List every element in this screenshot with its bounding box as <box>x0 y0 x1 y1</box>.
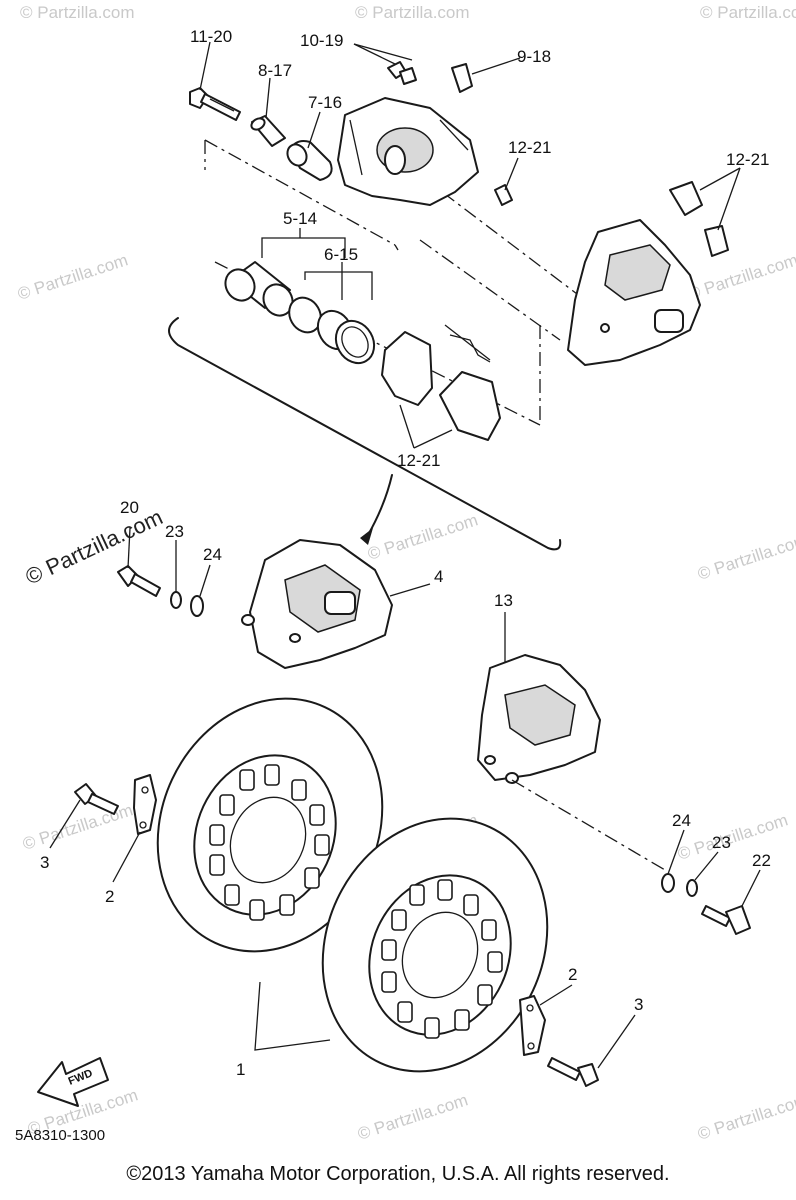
callout-9-18: 9-18 <box>517 47 551 66</box>
leader-lines <box>49 41 761 1069</box>
copyright-notice: ©2013 Yamaha Motor Corporation, U.S.A. A… <box>126 1163 670 1185</box>
watermark: © Partzilla.com <box>365 510 480 563</box>
watermark: © Partzilla.com <box>355 3 470 22</box>
part-washer-23-right <box>686 879 698 897</box>
callout-5-14: 5-14 <box>283 209 317 228</box>
callout-7-16: 7-16 <box>308 93 342 112</box>
part-lock-plate-2-right <box>519 995 546 1056</box>
watermark: © Partzilla.com <box>355 1090 470 1143</box>
callout-23-left: 23 <box>165 522 184 541</box>
callout-12-21-bottom: 12-21 <box>397 451 440 470</box>
part-bolt-11-20 <box>189 87 241 121</box>
part-boot-7-16 <box>286 140 333 181</box>
diagram-code: 5A8310-1300 <box>15 1127 105 1144</box>
assembly-line-right <box>511 779 666 871</box>
part-bleeder-10-19 <box>387 61 417 85</box>
part-cap-9-18 <box>451 63 473 93</box>
part-sleeve-8-17 <box>250 115 286 147</box>
callout-20: 20 <box>120 498 139 517</box>
callout-1: 1 <box>236 1060 245 1079</box>
part-caliper-assembly-13 <box>477 654 601 784</box>
watermark: © Partzilla.com <box>685 250 796 303</box>
watermark: © Partzilla.com <box>20 3 135 22</box>
part-clips-12-21-right <box>669 181 729 257</box>
part-pads-12-21 <box>381 324 501 441</box>
watermark: © Partzilla.com <box>20 800 135 853</box>
watermark: © Partzilla.com <box>695 1090 796 1143</box>
callout-6-15: 6-15 <box>324 245 358 264</box>
callout-3-left: 3 <box>40 853 49 872</box>
callout-4: 4 <box>434 567 443 586</box>
callout-13: 13 <box>494 591 513 610</box>
part-washer-23-left <box>170 591 182 609</box>
part-seals-6-15 <box>288 296 376 365</box>
callout-10-19: 10-19 <box>300 31 343 50</box>
callout-labels: 11-20 10-19 9-18 8-17 7-16 12-21 12-21 5… <box>40 27 771 1079</box>
watermark: © Partzilla.com <box>700 3 796 22</box>
callout-2-left: 2 <box>105 887 114 906</box>
part-bolt-3-left <box>74 783 119 815</box>
callout-24-left: 24 <box>203 545 222 564</box>
forward-arrow-icon: FWD <box>37 1057 109 1107</box>
part-brake-disc-left <box>156 697 384 953</box>
callout-24-right: 24 <box>672 811 691 830</box>
watermark-prominent: © Partzilla.com <box>22 504 167 589</box>
part-caliper-body-top <box>337 97 479 206</box>
watermark: © Partzilla.com <box>15 250 130 303</box>
part-caliper-assembly-4 <box>241 539 393 669</box>
callout-3-right: 3 <box>634 995 643 1014</box>
callout-2-right: 2 <box>568 965 577 984</box>
callout-12-21-top: 12-21 <box>508 138 551 157</box>
arrow-to-caliper <box>360 474 393 545</box>
callout-23-right: 23 <box>712 833 731 852</box>
callout-8-17: 8-17 <box>258 61 292 80</box>
watermark: © Partzilla.com <box>695 530 796 583</box>
part-washer-24-left <box>190 595 204 617</box>
callout-12-21-right: 12-21 <box>726 150 769 169</box>
callout-11-20: 11-20 <box>190 27 232 46</box>
callout-22: 22 <box>752 851 771 870</box>
watermark: © Partzilla.com <box>675 810 790 863</box>
part-bolt-20 <box>117 565 161 597</box>
exploded-view-frame <box>168 139 586 551</box>
part-piston-5-14 <box>224 261 294 317</box>
part-brake-disc-right <box>321 817 549 1073</box>
part-lock-plate-2-left <box>133 774 157 835</box>
part-bolt-22 <box>701 905 751 935</box>
part-caliper-body-right <box>567 219 701 366</box>
part-washer-24-right <box>661 873 675 893</box>
part-bolt-3-right <box>547 1057 599 1087</box>
part-pin-12-21-top <box>494 184 513 206</box>
